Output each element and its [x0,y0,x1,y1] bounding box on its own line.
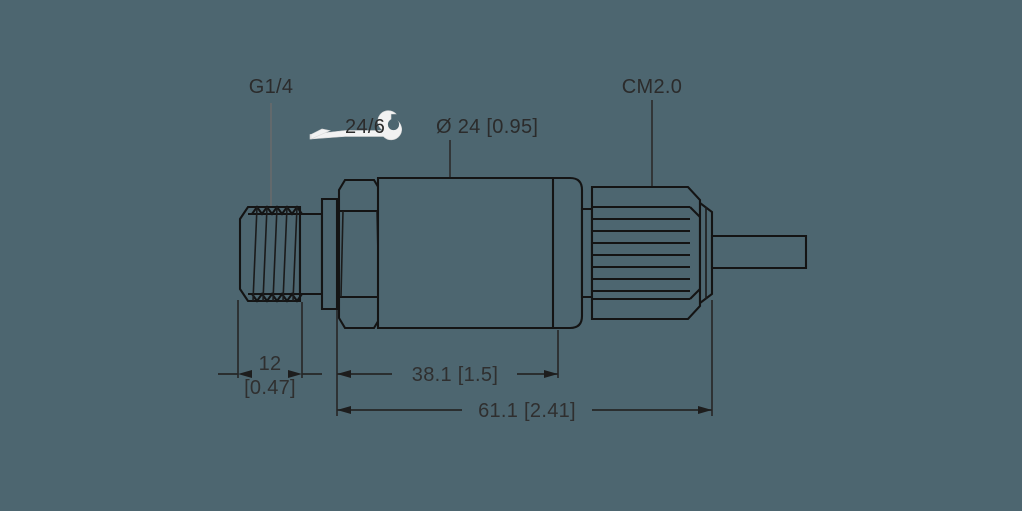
barrel-chamfer-top [689,206,701,218]
hex-nut-outline [337,178,382,330]
label-diameter: Ø 24 [0.95] [436,116,538,138]
arrow-thread-left [238,370,252,378]
barrel-chamfer-bottom [689,288,701,300]
wrench-icon [309,110,402,141]
part-geometry [238,176,808,330]
arrow-overall-left [337,406,351,414]
arrow-thread-right [288,370,302,378]
connector-knurl-ribs [592,217,690,293]
thread-stem-outline [238,205,302,303]
label-process-connection: G1/4 [249,76,294,98]
stem-shank [298,212,324,296]
seal-flange [320,197,339,311]
main-body-outline [376,176,584,330]
arrow-overall-right [698,406,712,414]
body-connector-neck [580,207,594,299]
dim-body-length: 38.1 [1.5] [412,364,498,386]
arrow-body-right [544,370,558,378]
label-wrench-size: 24/6 [345,116,385,138]
thread-flanks [252,206,298,302]
dim-thread-length-mm: 12 [259,353,282,375]
dim-overall-length: 61.1 [2.41] [478,400,576,422]
dim-thread-length-inch: [0.47] [244,377,296,399]
cable-outline [710,234,808,270]
label-electrical-connection: CM2.0 [622,76,682,98]
hex-taper-left [340,210,344,298]
dimension-annotations: 12 [0.47] 38.1 [1.5] 61.1 [2.41] [218,300,713,422]
callout-labels: G1/4 24/6 Ø 24 [0.95] CM2.0 [249,76,682,141]
arrow-body-left [337,370,351,378]
leader-lines [270,100,653,216]
